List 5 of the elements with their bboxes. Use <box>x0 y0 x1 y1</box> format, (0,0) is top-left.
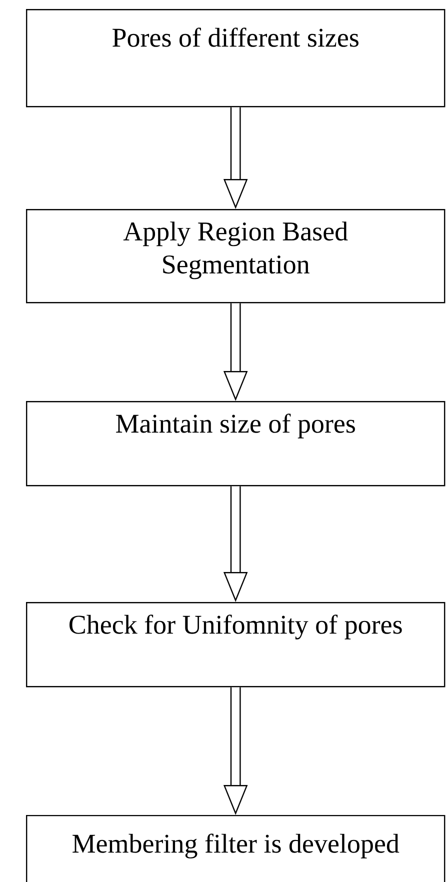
process-box: Membering filter is developed <box>26 814 446 882</box>
process-box: Apply Region Based Segmentation <box>26 209 446 304</box>
process-box: Pores of different sizes <box>26 9 446 108</box>
process-box: Check for Unifomnity of pores <box>26 602 446 688</box>
process-box: Maintain size of pores <box>26 401 446 486</box>
